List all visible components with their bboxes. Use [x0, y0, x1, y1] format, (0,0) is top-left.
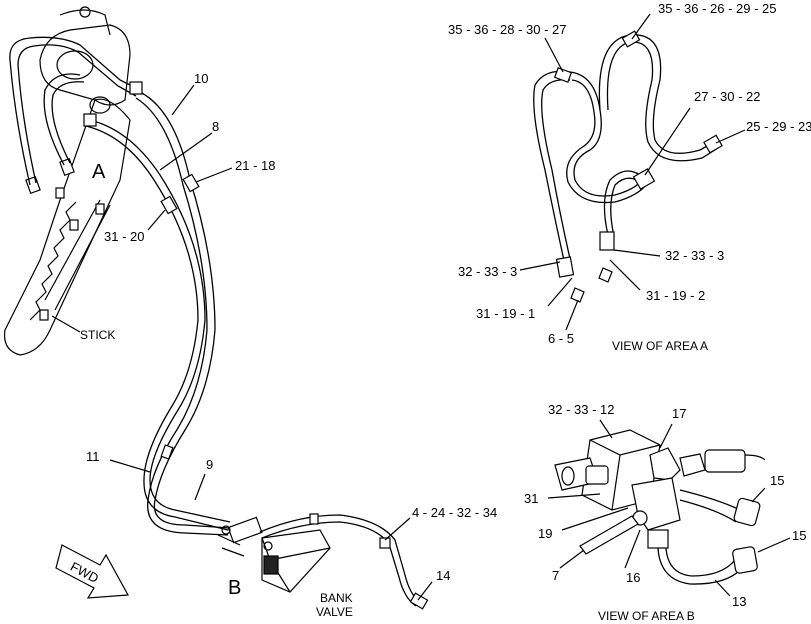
area-a-view	[519, 13, 746, 331]
callout-16: 16	[626, 570, 640, 585]
callout-32-33-3-left: 32 - 33 - 3	[458, 264, 517, 279]
callout-17: 17	[672, 406, 686, 421]
bank-valve-label-2: VALVE	[316, 605, 353, 619]
callout-35-36-28-30-27: 35 - 36 - 28 - 30 - 27	[448, 22, 567, 37]
callout-31-19-1: 31 - 19 - 1	[476, 306, 535, 321]
forward-arrow: FWD	[55, 544, 129, 599]
callout-25-29-23: 25 - 29 - 23	[746, 119, 811, 134]
area-b-caption: VIEW OF AREA B	[598, 609, 695, 623]
callout-27-30-22: 27 - 30 - 22	[694, 89, 761, 104]
area-a-marker: A	[92, 161, 106, 183]
callout-7: 7	[552, 568, 559, 583]
stick-assembly	[3, 6, 141, 356]
callout-15-top: 15	[770, 473, 784, 488]
callout-32-33-3-right: 32 - 33 - 3	[665, 248, 724, 263]
callout-11: 11	[86, 449, 100, 464]
callout-31-20: 31 - 20	[104, 229, 144, 244]
callout-31: 31	[524, 491, 538, 506]
bank-valve-label-1: BANK	[320, 591, 353, 605]
main-hose-run	[83, 81, 231, 536]
callout-10: 10	[194, 71, 208, 86]
callout-31-19-2: 31 - 19 - 2	[646, 288, 705, 303]
callout-21-18: 21 - 18	[235, 158, 275, 173]
stick-label: STICK	[80, 328, 115, 342]
callout-13: 13	[732, 594, 746, 609]
callout-32-33-12: 32 - 33 - 12	[548, 402, 615, 417]
callout-19: 19	[538, 526, 552, 541]
area-b-marker: B	[228, 577, 241, 599]
callout-4-24-32-34: 4 - 24 - 32 - 34	[412, 505, 497, 520]
callout-8: 8	[212, 119, 219, 134]
callout-9: 9	[206, 457, 213, 472]
callout-14: 14	[436, 568, 450, 583]
bank-valve	[217, 513, 429, 610]
area-b-view	[547, 419, 791, 597]
callout-6-5: 6 - 5	[548, 331, 574, 346]
callout-35-36-26-29-25: 35 - 36 - 26 - 29 - 25	[658, 1, 777, 16]
area-a-caption: VIEW OF AREA A	[612, 339, 708, 353]
callout-15-bottom: 15	[792, 528, 806, 543]
main-leaders	[51, 84, 433, 601]
